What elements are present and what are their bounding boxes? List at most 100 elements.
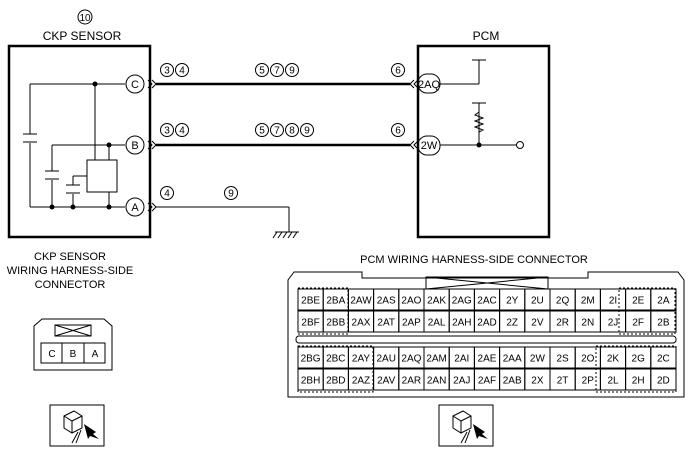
- pcm-pin-label: 2BH: [301, 376, 320, 387]
- pcm-pin-label: 2AK: [427, 296, 446, 307]
- pcm-pin-label: 2BA: [326, 296, 345, 307]
- wire-ref-circle: [224, 186, 238, 200]
- pcm-pin-label: 2AM: [426, 354, 447, 365]
- wire-ref-circle: [255, 123, 269, 137]
- pcm-pin-label: 2E: [632, 296, 645, 307]
- ckp-connector-label-2: WIRING HARNESS-SIDE: [7, 265, 134, 277]
- wire-ref-circle: [300, 123, 314, 137]
- pcm-pin-label: 2P: [582, 376, 595, 387]
- wire-ref-number: 3: [164, 126, 170, 137]
- pcm-pin-label: 2AE: [478, 354, 497, 365]
- wire-ref-circle: [391, 123, 405, 137]
- pcm-pin-label: 2AB: [503, 376, 522, 387]
- wire-ref-circle: [175, 63, 189, 77]
- ckp-connector-pin-c: C: [48, 349, 55, 360]
- ckp-terminal-c: [125, 74, 145, 94]
- pcm-pin-label: 2BF: [301, 318, 319, 329]
- pcm-pin-label: 2BC: [326, 354, 345, 365]
- pcm-pin-label: 2AP: [402, 318, 421, 329]
- pcm-internal-circuit: [440, 59, 524, 149]
- wire-ref-number: 9: [289, 66, 295, 77]
- wire-ref-number: 4: [164, 189, 170, 200]
- wire-ref-circle: [391, 63, 405, 77]
- pcm-pin-label: 2I: [609, 296, 617, 307]
- pcm-pin-label: 2AN: [427, 376, 446, 387]
- ckp-connector-face: [33, 318, 113, 371]
- wire-ref-circle: [285, 63, 299, 77]
- pcm-pin-label: 2AW: [350, 296, 372, 307]
- wire-ref-number: 6: [395, 126, 401, 137]
- pcm-pin-label: 2AU: [376, 354, 395, 365]
- ground-icon: [272, 231, 299, 239]
- pcm-pin-label: 2BG: [301, 354, 321, 365]
- pcm-pin-label: 2C: [657, 354, 670, 365]
- ckp-terminal-c-label: C: [131, 79, 139, 91]
- wire-ref-number: 8: [289, 126, 295, 137]
- wire-ref-circle: [285, 123, 299, 137]
- wire-ref-circle: [160, 123, 174, 137]
- pcm-pin-label: 2Y: [506, 296, 519, 307]
- ckp-connector-pin-a: A: [92, 349, 99, 360]
- pcm-title: PCM: [473, 29, 500, 43]
- ckp-sensor-box: [7, 44, 152, 239]
- pcm-pin-label: 2AR: [402, 376, 421, 387]
- pcm-pin-label: 2AT: [377, 318, 395, 329]
- pcm-pin-label: 2M: [581, 296, 595, 307]
- wire-ref-number: 6: [395, 66, 401, 77]
- ckp-terminal-b-label: B: [131, 140, 138, 152]
- wire-ref-number: 7: [274, 126, 280, 137]
- pcm-pin-label: 2R: [556, 318, 569, 329]
- pcm-pin-cell: [650, 288, 677, 311]
- pcm-pin-label: 2K: [607, 354, 620, 365]
- connector-view-icon: [438, 404, 494, 447]
- pcm-pin-label: 2X: [531, 376, 544, 387]
- pcm-pin-label: 2S: [556, 354, 569, 365]
- pcm-pin-label: 2L: [607, 376, 619, 387]
- pcm-pin-label: 2Z: [506, 318, 518, 329]
- ckp-terminal-a-label: A: [131, 202, 139, 214]
- pcm-pin-label: 2T: [557, 376, 569, 387]
- wire-ref-number: 7: [274, 66, 280, 77]
- pcm-pin-label: 2BE: [301, 296, 320, 307]
- pcm-pin-label: 2AS: [377, 296, 396, 307]
- wire-ref-circle: [175, 123, 189, 137]
- pcm-pin-label: 2AD: [477, 318, 496, 329]
- ckp-terminal-a: [125, 197, 145, 217]
- pcm-pin-label: 2AO: [401, 296, 421, 307]
- pcm-connector-label: PCM WIRING HARNESS-SIDE CONNECTOR: [360, 254, 588, 266]
- connector-view-icon: [49, 404, 105, 447]
- pcm-pin-label: 2AX: [352, 318, 371, 329]
- pcm-pin-label: 2Q: [556, 296, 570, 307]
- ckp-sensor-title: CKP SENSOR: [43, 29, 122, 43]
- pcm-pin-label: 2U: [531, 296, 544, 307]
- pcm-pin-label: 2H: [632, 376, 645, 387]
- ckp-connector-label-3: CONNECTOR: [35, 279, 106, 291]
- pcm-pin-label: 2AY: [352, 354, 370, 365]
- wire-ref-circle: [255, 63, 269, 77]
- pcm-pin-label: 2F: [632, 318, 644, 329]
- wire-ref-number: 9: [304, 126, 310, 137]
- wire-ref-circle: [270, 123, 284, 137]
- pcm-pin-label: 2BB: [326, 318, 345, 329]
- pcm-pin-cell: [650, 310, 677, 333]
- pcm-pin-label: 2AH: [452, 318, 471, 329]
- wire-ref-number: 9: [228, 189, 234, 200]
- pcm-terminal-2aq-label: 2AQ: [418, 79, 440, 91]
- ckp-number: 10: [79, 13, 91, 24]
- pcm-box: [416, 44, 551, 239]
- pcm-pin-label: 2W: [530, 354, 546, 365]
- pcm-pin-label: 2G: [632, 354, 646, 365]
- pcm-pin-label: 2AZ: [352, 376, 370, 387]
- pcm-pin-label: 2BD: [326, 376, 345, 387]
- pcm-pin-label: 2B: [657, 318, 670, 329]
- ckp-internal-circuit: [23, 81, 125, 210]
- pcm-pin-label: 2AC: [477, 296, 496, 307]
- wire-ref-number: 5: [259, 66, 265, 77]
- wire-ref-circle: [270, 63, 284, 77]
- pcm-pin-label: 2AG: [452, 296, 472, 307]
- ckp-connector-label-1: CKP SENSOR: [34, 251, 106, 263]
- ckp-number-circle: [77, 9, 93, 25]
- wire-ref-circle: [160, 63, 174, 77]
- wire-ref-number: 4: [179, 66, 185, 77]
